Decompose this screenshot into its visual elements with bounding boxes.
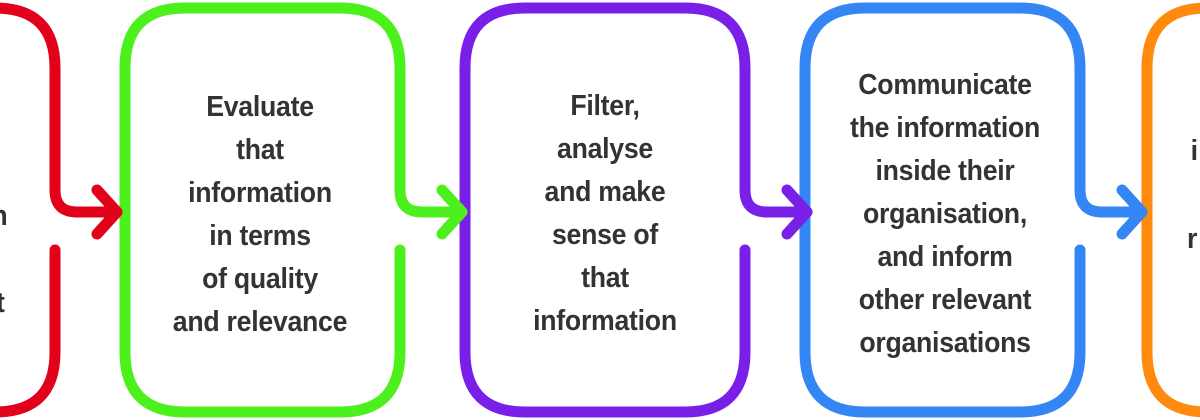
step-5-text-clip: i r [1150,0,1200,420]
step-4-connector-line [1074,172,1148,218]
step-3-line: information [533,305,677,337]
step-2-box [119,2,406,418]
step-4-line: inside their [875,154,1015,187]
step-4-line: and inform [877,240,1013,273]
step-1-line: n [0,195,8,238]
step-4-arrow-head-icon [1116,184,1148,240]
step-3-line: that [581,262,629,294]
step-3-arrow-head-icon [781,184,813,240]
step-2-arrow-head-icon [436,184,468,240]
step-2-connector-line [394,172,468,218]
step-4-line: organisations [859,326,1031,359]
step-3-line: and make [544,176,666,208]
step-4-text: Communicate the information inside their… [816,64,1074,364]
step-5-line: i [1190,135,1198,167]
step-4-line: other relevant [858,283,1032,316]
step-5-line: r [1186,223,1198,255]
step-4-line: Communicate [858,68,1032,101]
step-2-text: Evaluate that information in terms of qu… [140,90,379,340]
step-2-line: of quality [202,263,318,295]
step-1-box [0,2,61,418]
step-3-connector-line [739,172,813,218]
step-1-line: t [0,282,5,325]
step-1-arrow-head-icon [91,184,123,240]
step-5-box [1141,2,1200,418]
step-2-line: information [188,177,332,209]
step-2-line: and relevance [172,306,348,338]
step-5-text: i r [1152,0,1198,420]
step-2-line: that [236,134,284,166]
step-1-text: n t [0,0,42,420]
step-4-line: organisation, [863,197,1027,230]
step-2-line: in terms [209,220,311,252]
step-1-text-clip: n t [0,0,56,420]
step-2-line: Evaluate [206,91,314,123]
step-3-line: sense of [551,219,659,251]
step-3-line: analyse [557,133,653,165]
step-4-line: the information [849,111,1041,144]
step-3-text: Filter, analyse and make sense of that i… [485,88,724,340]
step-1-connector-line [49,172,123,218]
step-3-line: Filter, [570,90,640,122]
